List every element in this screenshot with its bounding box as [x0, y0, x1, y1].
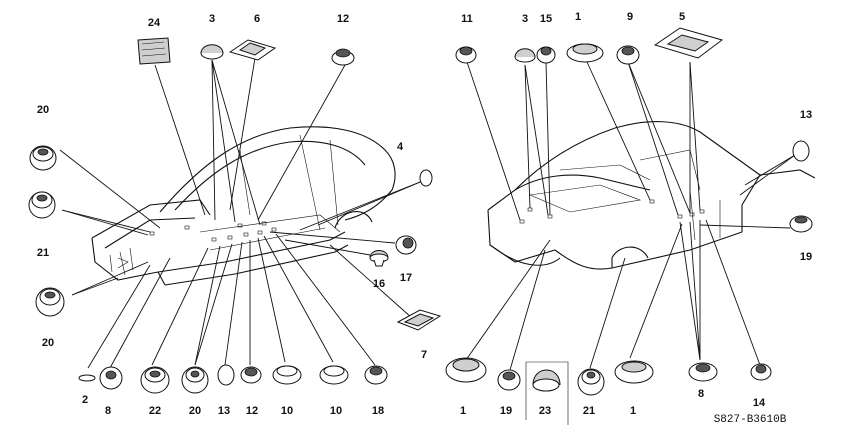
- part-14-grommet-icon: [750, 363, 772, 381]
- callout-8: 8: [698, 388, 704, 400]
- callout-22: 22: [149, 405, 161, 417]
- callout-20: 20: [42, 337, 54, 349]
- callout-5: 5: [679, 11, 685, 23]
- part-11-grommet-icon: [455, 46, 477, 64]
- part-12-grommet-icon: [240, 366, 262, 384]
- callout-18: 18: [372, 405, 384, 417]
- part-23-plug-icon: [532, 369, 561, 392]
- callout-21: 21: [583, 405, 595, 417]
- part-1-grommet-icon: [445, 357, 487, 383]
- part-2-ring-icon: [78, 374, 96, 382]
- callout-24: 24: [148, 17, 161, 29]
- callout-21: 21: [37, 247, 49, 259]
- callout-6: 6: [254, 13, 260, 25]
- part-24-pad-icon: [137, 37, 171, 65]
- callout-2: 2: [82, 394, 88, 406]
- part-1-grommet-icon: [614, 360, 654, 384]
- callout-12: 12: [337, 13, 349, 25]
- part-19-grommet-icon: [789, 215, 813, 233]
- part-18-grommet-icon: [364, 365, 388, 385]
- left-parts: [28, 37, 442, 394]
- part-8-grommet-icon: [688, 362, 718, 382]
- callout-16: 16: [373, 278, 385, 290]
- part-20-grommet-icon: [29, 145, 57, 171]
- part-21-grommet-icon: [28, 191, 56, 219]
- part-3-cap-icon: [514, 48, 536, 63]
- part-4-ring-icon: [419, 169, 433, 187]
- callout-9: 9: [627, 11, 633, 23]
- part-19-grommet-icon: [497, 369, 521, 391]
- callout-7: 7: [421, 349, 427, 361]
- part-17-grommet-icon: [395, 235, 417, 255]
- part-10-grommet-icon: [319, 365, 349, 385]
- callout-10: 10: [281, 405, 293, 417]
- callout-3: 3: [209, 13, 215, 25]
- callout-8: 8: [105, 405, 111, 417]
- part-23-bracket: [525, 361, 569, 425]
- part-21-grommet-icon: [577, 368, 605, 396]
- callout-1: 1: [575, 11, 581, 23]
- part-13-ring-icon: [792, 140, 810, 162]
- callout-12: 12: [246, 405, 258, 417]
- part-12-grommet-icon: [331, 48, 355, 66]
- callout-15: 15: [540, 13, 552, 25]
- part-20-grommet-icon: [181, 366, 209, 394]
- callout-14: 14: [753, 397, 766, 409]
- callout-10: 10: [330, 405, 342, 417]
- callout-1: 1: [630, 405, 636, 417]
- part-7-seal-icon: [396, 309, 442, 331]
- part-16-plug-icon: [369, 250, 389, 267]
- diagram-code: S827-B3610B: [714, 414, 787, 426]
- callout-23: 23: [539, 405, 551, 417]
- callout-3: 3: [522, 13, 528, 25]
- part-15-grommet-icon: [536, 46, 556, 64]
- part-5-seal-icon: [653, 27, 724, 59]
- part-9-grommet-icon: [616, 45, 640, 65]
- part-6-seal-icon: [228, 39, 277, 61]
- part-22-grommet-icon: [140, 366, 170, 394]
- part-10-grommet-icon: [272, 365, 302, 385]
- part-1-grommet-icon: [566, 43, 604, 63]
- callout-17: 17: [400, 272, 412, 284]
- callout-19: 19: [800, 251, 812, 263]
- leader-lines: [59, 57, 796, 371]
- right-parts: [445, 27, 813, 425]
- part-20-grommet-icon: [35, 287, 65, 317]
- right-callouts: 11 3 15 1 9 5 13 19 1 19 23 21 1 8 14: [460, 11, 812, 417]
- callout-19: 19: [500, 405, 512, 417]
- callout-20: 20: [189, 405, 201, 417]
- callout-11: 11: [461, 13, 473, 25]
- left-car-body: [91, 126, 396, 286]
- callout-1: 1: [460, 405, 466, 417]
- callout-4: 4: [397, 141, 404, 153]
- left-callouts: 24 3 6 12 20 21 20 4 17 16 7 2 8 22 20 1…: [37, 13, 427, 417]
- callout-20: 20: [37, 104, 49, 116]
- part-3-cap-icon: [200, 44, 224, 60]
- callout-13: 13: [800, 109, 812, 121]
- part-13-ring-icon: [217, 364, 235, 386]
- callout-13: 13: [218, 405, 230, 417]
- right-car-body: [487, 121, 816, 270]
- part-8-grommet-icon: [99, 366, 123, 390]
